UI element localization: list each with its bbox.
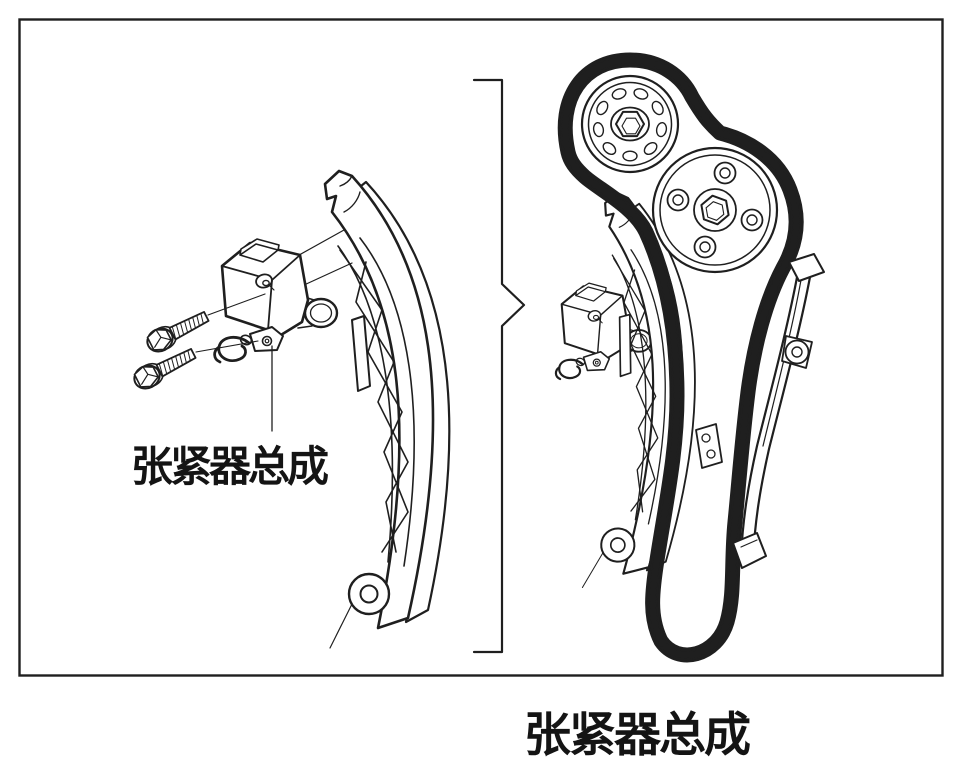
figure-border [18, 18, 944, 677]
bolt-drawing [142, 305, 213, 357]
tensioner-assembly-drawing [213, 237, 339, 364]
actuator-bolt [693, 235, 717, 259]
vvt-actuator-drawing [651, 146, 779, 274]
assembly-label: 张紧器总成 [524, 710, 751, 758]
assembled-view [554, 52, 825, 663]
chain-guide-rail-drawing [323, 169, 451, 650]
actuator-bolt [666, 188, 690, 212]
timing-chain-drawing [557, 52, 804, 663]
tensioner-label: 张紧器总成 [131, 445, 329, 491]
camshaft-sprocket-drawing [580, 74, 680, 174]
actuator-bolt [713, 161, 737, 185]
actuator-bolt [740, 208, 764, 232]
callout-bracket [472, 78, 526, 654]
tensioner-rail-drawing [695, 253, 825, 569]
exploded-view [129, 169, 451, 650]
bolt-axis-lines [195, 293, 266, 353]
